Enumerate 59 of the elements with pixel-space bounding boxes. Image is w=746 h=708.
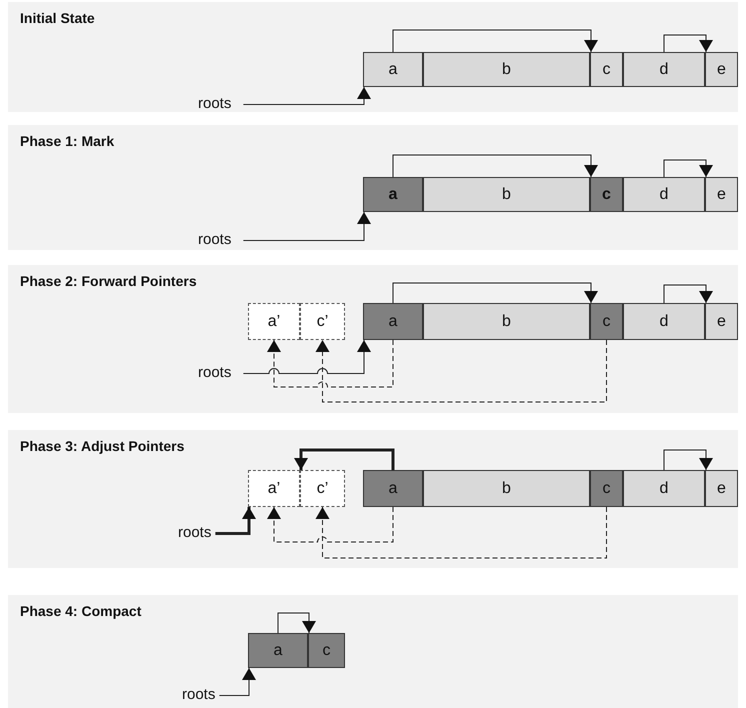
memory-cell: c bbox=[308, 633, 345, 668]
pointer-arrow bbox=[392, 282, 598, 304]
memory-cell: b bbox=[423, 177, 590, 212]
memory-cell: c bbox=[590, 177, 623, 212]
memory-cell: d bbox=[623, 177, 705, 212]
pointer-arrow bbox=[278, 612, 316, 634]
panel-heading: Phase 3: Adjust Pointers bbox=[20, 438, 184, 454]
memory-cell: e bbox=[705, 303, 738, 340]
forwarding-arrow bbox=[316, 340, 607, 402]
pointer-arrow bbox=[242, 86, 371, 105]
roots-label: roots bbox=[198, 95, 232, 112]
panel-heading: Phase 4: Compact bbox=[20, 603, 142, 619]
forwarding-cell: a’ bbox=[248, 470, 300, 507]
roots-label: roots bbox=[198, 364, 232, 381]
panel-heading: Phase 2: Forward Pointers bbox=[20, 273, 197, 289]
phase-panel bbox=[8, 2, 738, 112]
roots-label: roots bbox=[198, 231, 232, 248]
memory-cell: a bbox=[363, 470, 423, 507]
memory-cell: c bbox=[590, 52, 623, 87]
panel-heading: Phase 1: Mark bbox=[20, 133, 114, 149]
memory-cell: b bbox=[423, 303, 590, 340]
memory-cell: e bbox=[705, 52, 738, 87]
memory-cell: d bbox=[623, 470, 705, 507]
forwarding-cell: a’ bbox=[248, 303, 300, 340]
memory-cell: c bbox=[590, 303, 623, 340]
forwarding-arrow bbox=[316, 506, 607, 558]
pointer-arrow bbox=[242, 340, 371, 374]
pointer-arrow bbox=[294, 448, 394, 470]
memory-cell: b bbox=[423, 470, 590, 507]
forwarding-cell: c’ bbox=[300, 303, 345, 340]
forwarding-arrow bbox=[267, 506, 394, 542]
memory-cell: a bbox=[363, 303, 423, 340]
pointer-arrow bbox=[242, 212, 371, 241]
pointer-arrow bbox=[392, 154, 598, 178]
panel-heading: Initial State bbox=[20, 10, 95, 26]
memory-cell: a bbox=[248, 633, 308, 668]
forwarding-cell: c’ bbox=[300, 470, 345, 507]
pointer-arrow bbox=[664, 160, 713, 178]
pointer-arrow bbox=[218, 668, 256, 696]
forwarding-arrow bbox=[267, 340, 394, 388]
roots-label: roots bbox=[178, 524, 212, 541]
memory-cell: d bbox=[623, 303, 705, 340]
pointer-arrow bbox=[664, 34, 713, 52]
memory-cell: d bbox=[623, 52, 705, 87]
memory-cell: c bbox=[590, 470, 623, 507]
memory-cell: a bbox=[363, 52, 423, 87]
roots-label: roots bbox=[182, 686, 216, 703]
memory-cell: b bbox=[423, 52, 590, 87]
phase-panel bbox=[8, 125, 738, 250]
memory-cell: e bbox=[705, 177, 738, 212]
pointer-arrow bbox=[664, 284, 713, 304]
phase-panel bbox=[8, 265, 738, 413]
pointer-arrow bbox=[392, 30, 598, 52]
pointer-arrow bbox=[664, 450, 713, 470]
phase-panel bbox=[8, 595, 738, 708]
phase-panel bbox=[8, 430, 738, 568]
memory-cell: a bbox=[363, 177, 423, 212]
pointer-arrow bbox=[215, 507, 256, 535]
memory-cell: e bbox=[705, 470, 738, 507]
